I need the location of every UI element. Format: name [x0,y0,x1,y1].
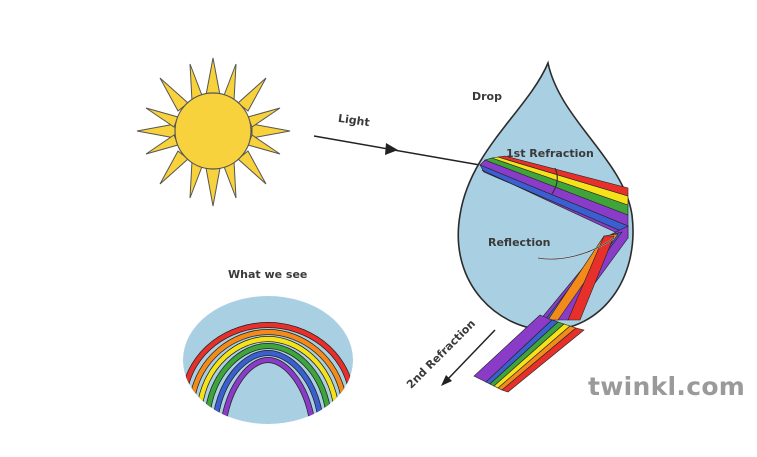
what-we-see-label: What we see [228,268,308,281]
refraction-pointer-arrow [551,167,558,195]
arrow-icon [385,143,398,155]
reflection-label: Reflection [488,236,551,249]
brand-watermark: twinkl.com [588,372,746,401]
drop-label: Drop [472,90,502,103]
exit-direction-arrow [441,329,496,386]
light-ray [313,135,481,166]
rainbow-view [183,296,353,424]
reflected-beam [539,225,629,321]
sun-icon [136,57,291,207]
refracted-beam [479,155,629,239]
exit-beam [473,314,585,393]
first-refraction-label: 1st Refraction [506,147,594,160]
